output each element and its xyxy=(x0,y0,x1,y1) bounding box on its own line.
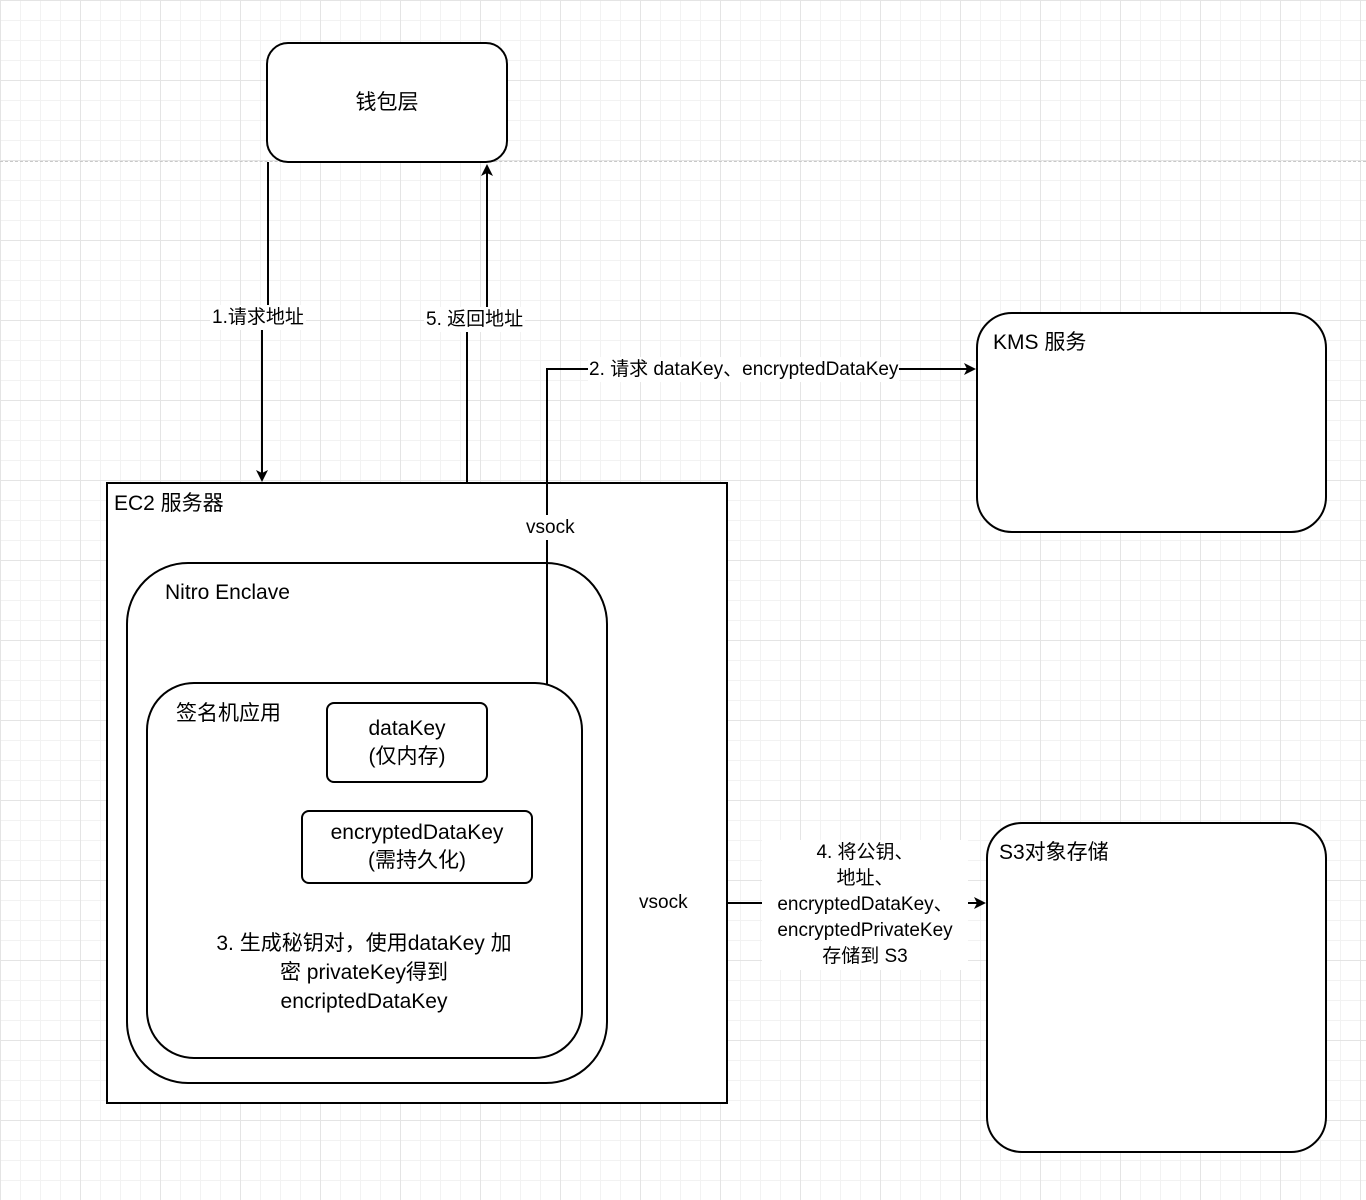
step4-line1: 4. 将公钥、 xyxy=(816,842,914,863)
vsock-s3-label: vsock xyxy=(637,890,690,915)
kms-service-node: KMS 服务 xyxy=(976,312,1327,533)
step2-label: 2. 请求 dataKey、encryptedDataKey xyxy=(588,357,900,382)
nitro-enclave-label: Nitro Enclave xyxy=(165,581,290,604)
step5-label: 5. 返回地址 xyxy=(424,307,526,332)
encrypted-datakey-note: (需持久化) xyxy=(368,849,466,872)
step4-line2: 地址、 xyxy=(836,868,894,889)
step4-line5: 存储到 S3 xyxy=(822,946,908,967)
wallet-layer-label: 钱包层 xyxy=(355,90,419,114)
datakey-label: dataKey xyxy=(368,716,446,740)
step4-line4: encryptedPrivateKey xyxy=(777,920,953,941)
signer-app-label: 签名机应用 xyxy=(176,702,281,725)
step4-description: 4. 将公钥、 地址、 encryptedDataKey、 encryptedP… xyxy=(762,840,968,970)
wallet-layer-node: 钱包层 xyxy=(266,42,508,163)
kms-service-label: KMS 服务 xyxy=(993,331,1087,354)
s3-storage-label: S3对象存储 xyxy=(999,841,1109,864)
step3-line2: 密 privateKey得到 xyxy=(279,961,449,984)
datakey-note: (仅内存) xyxy=(368,744,446,768)
datakey-node: dataKey (仅内存) xyxy=(326,702,488,783)
step3-description: 3. 生成秘钥对，使用dataKey 加 密 privateKey得到 encr… xyxy=(186,929,542,1016)
vsock-kms-label: vsock xyxy=(524,515,577,540)
encrypted-datakey-node: encryptedDataKey (需持久化) xyxy=(301,810,533,884)
s3-storage-node: S3对象存储 xyxy=(986,822,1327,1153)
step3-line3: encriptedDataKey xyxy=(280,990,448,1013)
step4-line3: encryptedDataKey、 xyxy=(777,894,953,915)
step3-line1: 3. 生成秘钥对，使用dataKey 加 xyxy=(216,932,512,955)
page-break-line xyxy=(0,161,1366,162)
ec2-server-label: EC2 服务器 xyxy=(114,492,224,515)
encrypted-datakey-label: encryptedDataKey xyxy=(330,821,504,844)
step1-label: 1.请求地址 xyxy=(210,305,306,330)
